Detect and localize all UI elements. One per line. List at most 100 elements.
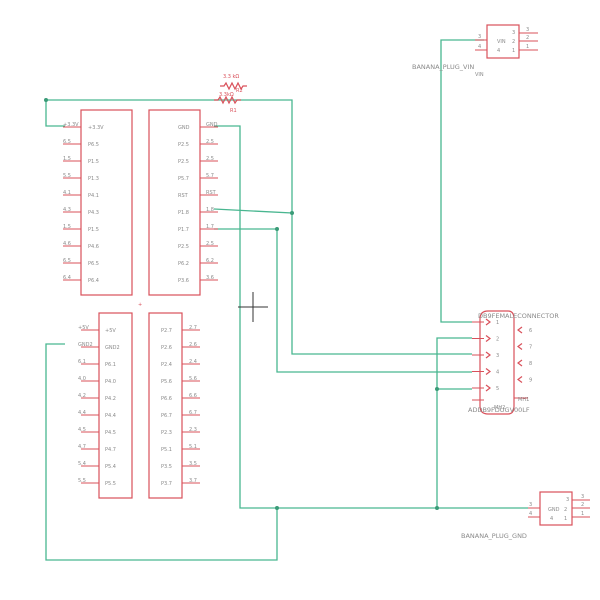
mcu-pin-net: 3.7 [189,478,197,484]
r2-value: 3.3 kΩ [223,74,239,80]
mcu-pin-name: P1.5 [88,227,99,233]
mcu-pin-name: P1.5 [88,159,99,165]
r1-zigzag [214,95,241,105]
mcu-pin-name: P5.4 [105,464,116,470]
mcu-pin-name: P6.4 [88,278,99,284]
mcu-pin-net: 2.4 [189,359,197,365]
mcu-pin-name: P5.1 [161,447,172,453]
junctions [44,98,439,510]
wires [45,39,528,561]
mcu-pin-name: P4.1 [88,193,99,199]
mcu-pin-net: 5.6 [189,376,197,382]
mcu-pin-name: P1.7 [178,227,189,233]
db9-socket [517,359,523,367]
r2-name: R2 [236,88,243,94]
mcu-pin-net: 6.5 [63,258,71,264]
mcu-pin-net: 5.4 [78,461,86,467]
db9-pin-num: 4 [496,370,499,376]
mcu-pin-net: 4.7 [78,444,86,450]
mcu-pin-net: 1.8 [206,207,214,213]
mcu-pin-net: 6.1 [78,359,86,365]
mcu-pin-name: P4.6 [88,244,99,250]
mcu-pin-net: GND2 [78,342,93,348]
mcu-pin-net: 6.4 [63,275,71,281]
db9-pin-num: 8 [529,361,532,367]
mcu-pin-net: 2.5 [206,139,214,145]
db9-socket [485,351,491,359]
db9-pin-num: 9 [529,378,532,384]
banana-gnd-pin-num: 4 [529,511,532,517]
db9-pin-num: 2 [496,337,499,343]
mcu-pin-name: P1.8 [178,210,189,216]
mcu-pin-net: 5.5 [63,173,71,179]
banana-vin-pin-num: 3 [512,30,515,36]
junction-tx [275,227,279,231]
mcu-pin-net: 2.6 [189,342,197,348]
db9-socket [517,326,523,334]
mcu-pin-net: 4.5 [78,427,86,433]
mcu-bottom-left-outline [98,312,133,499]
banana-gnd-pin-num: 1 [581,511,584,517]
mcu-pin-name: P5.7 [178,176,189,182]
banana-vin-pin-num: 4 [497,48,500,54]
mcu-pin-net: +3.3V [63,122,79,128]
mcu-pin-name: P2.5 [178,159,189,165]
mcu-pin-name: P4.5 [105,430,116,436]
r2-zigzag [220,81,247,91]
wire-db9-pin2 [436,337,472,508]
mcu-pin-name: P6.5 [88,142,99,148]
mcu-pin-name: P6.2 [178,261,189,267]
mcu-pin-name: P4.3 [88,210,99,216]
resistor-r1: 3.3kΩ R1 [214,92,241,114]
mcu-pin-net: 5.7 [206,173,214,179]
mcu-pin-net: 4.2 [78,393,86,399]
mcu-pin-net: 5.5 [78,478,86,484]
mcu-pin-name: P3.6 [178,278,189,284]
banana-gnd-pin-num: 2 [581,502,584,508]
mcu-pin-net: 2.5 [206,241,214,247]
db9-pin-num: 7 [529,345,532,351]
mcu-pin-name: P2.7 [161,328,172,334]
mcu-top-left-pins: +3.3V+3.3VP6.56.5P1.51.5P1.35.5P4.14.1P4… [63,122,104,284]
banana-plug-vin: VIN 3 2 4 1 3 2 1 3 4 BANANA_PLUG_VIN VI… [412,24,538,78]
mcu-pin-net: +5V [78,325,89,331]
mcu-pin-net: GND [206,122,218,128]
db9-socket [485,368,491,375]
junction-gnd-3 [435,387,439,391]
resistor-r2: 3.3 kΩ R2 [220,74,247,94]
banana-gnd-pin-num: 1 [564,516,567,522]
mcu-pin-net: 4.0 [78,376,86,382]
db9-name: DB9FEMALECONNECTOR [478,312,559,320]
banana-vin-pin-num: 4 [478,44,481,50]
banana-gnd-pin-num: 2 [564,507,567,513]
mcu-pin-net: 2.7 [189,325,197,331]
mcu-pin-name: P2.5 [178,142,189,148]
mcu-pin-net: 6.5 [63,139,71,145]
mcu-bottom-right-outline [148,312,183,499]
crosshair-cursor-icon [238,292,268,322]
mcu-pin-name: P5.5 [105,481,116,487]
mcu-pin-net: 5.1 [189,444,197,450]
mcu-pin-name: P4.2 [105,396,116,402]
banana-gnd-pin-num: 3 [529,502,532,508]
banana-vin-pin-num: 3 [526,27,529,33]
mcu-pin-name: P4.4 [105,413,116,419]
junction-gnd-1 [275,506,279,510]
mcu-pin-name: P2.4 [161,362,172,368]
db9-mh2-label: MH2 [494,405,505,411]
db9-pin-num: 3 [496,353,499,359]
db9-socket [517,343,523,350]
wire-gnd-main [214,125,528,509]
r1-name: R1 [230,108,237,114]
wire-p17-tx [214,228,472,373]
banana-vin-pin-num: 3 [478,34,481,40]
mcu-pin-name: P1.3 [88,176,99,182]
banana-gnd-pin-num: 3 [581,494,584,500]
mcu-pin-name: P6.6 [161,396,172,402]
mcu-pin-net: 3.5 [189,461,197,467]
wire-3v3-bus [45,99,293,213]
